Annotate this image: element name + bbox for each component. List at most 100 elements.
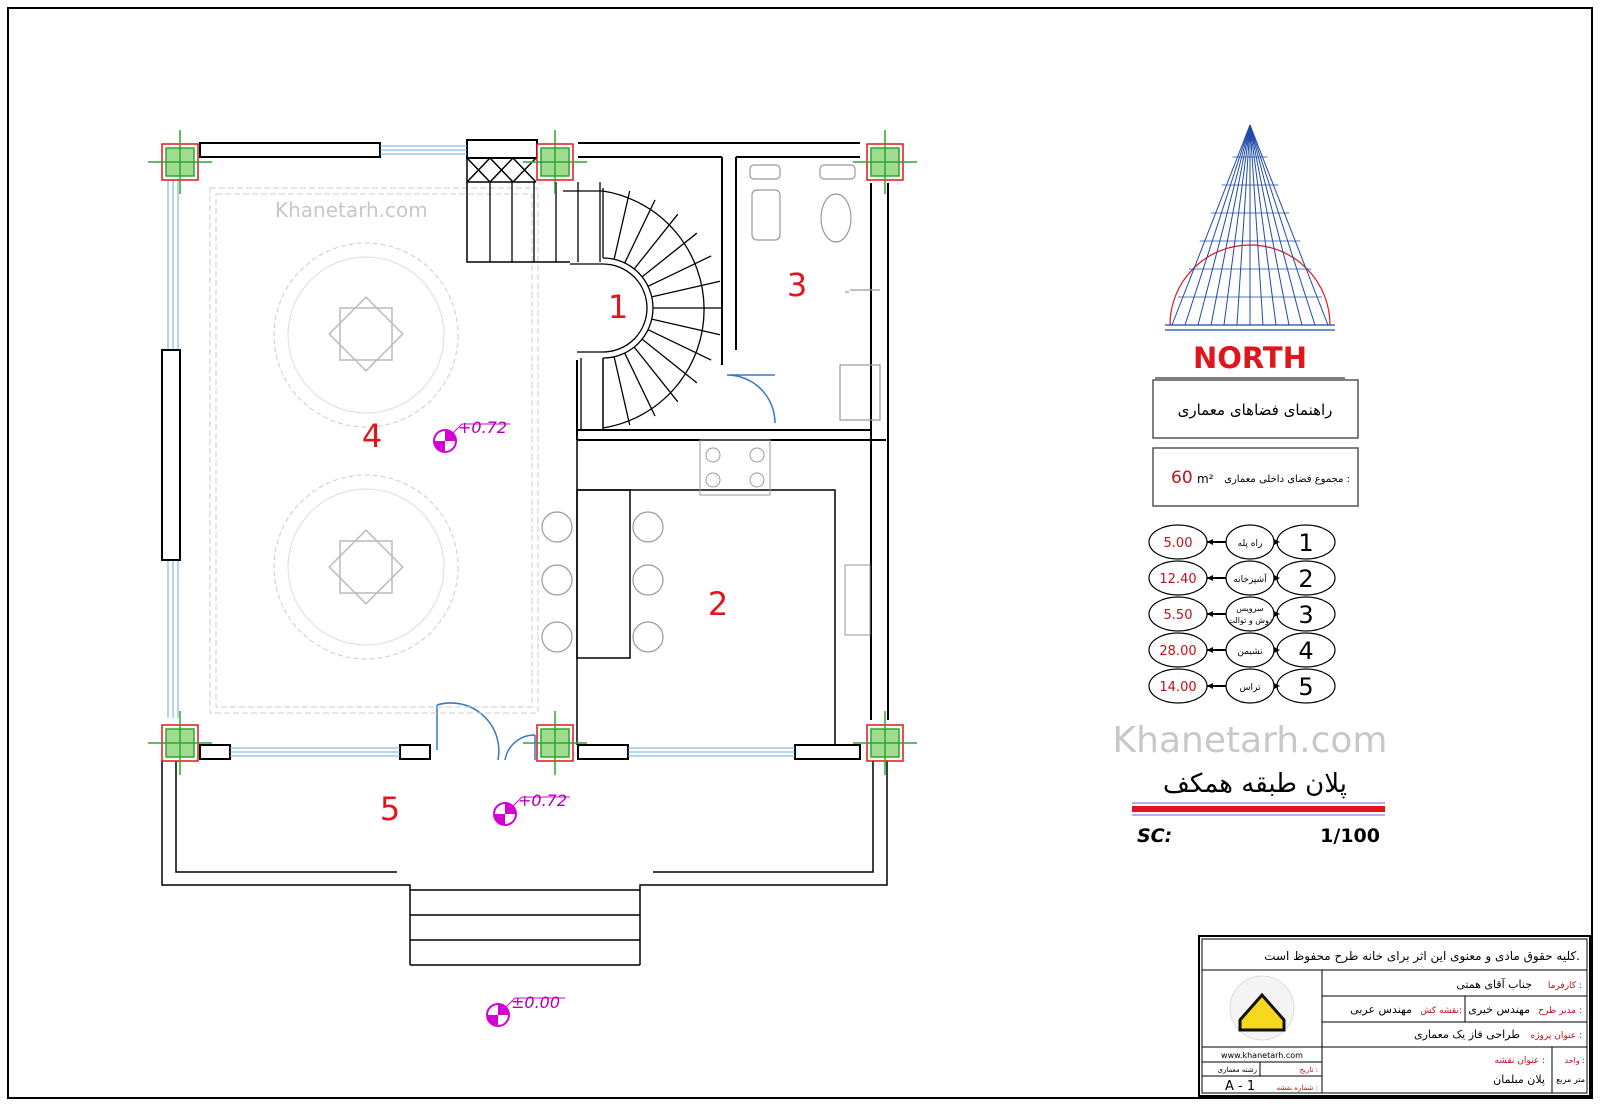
columns: [148, 130, 917, 775]
legend-room-name: راه پله: [1238, 539, 1263, 549]
room-number-5: 5: [380, 790, 400, 828]
bathroom-fixtures: [749, 164, 881, 421]
legend-name-bubble: [1225, 596, 1275, 632]
title-block: [1198, 935, 1591, 1097]
wall: [199, 744, 231, 760]
room-number-1: 1: [608, 288, 628, 326]
window: [380, 145, 467, 155]
kitchen-sink: [844, 564, 871, 636]
room-number-3: 3: [787, 266, 807, 304]
legend-title: راهنمای فضاهای معماری: [1178, 401, 1333, 419]
legend-total-label: مجموع فضای داخلی معماری :: [1224, 474, 1350, 485]
wall: [399, 744, 431, 760]
entrance-door: [436, 702, 500, 761]
wall: [794, 744, 861, 760]
stair-inner-rail: [570, 257, 654, 359]
room-numbers: 1 2 3 4 5: [362, 266, 807, 828]
stair-tread: [651, 318, 721, 336]
stove-burner: [705, 447, 721, 463]
window: [230, 747, 795, 757]
legend-room-name: آشپزخانه: [1233, 573, 1267, 585]
legend-room-name: سرویس: [1236, 604, 1264, 613]
stair-tread: [580, 358, 604, 430]
stove-burner: [749, 472, 765, 488]
sheet-label: شماره نقشه :: [1277, 1084, 1318, 1092]
manager-label: مدیر طرح :: [1538, 1006, 1582, 1016]
legend-row: 4 نشیمن 28.00: [1148, 632, 1336, 668]
legend-area: 14.00: [1159, 680, 1196, 695]
stove-burner: [749, 447, 765, 463]
legend-total-value: 60: [1171, 468, 1193, 488]
rug-pattern: [328, 529, 404, 605]
bathroom-door: [726, 374, 776, 424]
stove-burner: [705, 472, 721, 488]
unit-label: واحد :: [1565, 1056, 1585, 1065]
stair-tread: [613, 190, 631, 260]
structural-column: [523, 130, 587, 194]
room-number-2: 2: [708, 585, 728, 623]
rug-pattern: [328, 296, 404, 372]
bar-stools: [541, 511, 664, 653]
rug-pattern: [339, 540, 393, 594]
stair-outer-edge: [563, 190, 705, 429]
sheet-frame: [7, 7, 1593, 1099]
wall: [577, 429, 886, 441]
svg-text:+0.72: +0.72: [458, 418, 507, 437]
wall: [577, 744, 629, 760]
wall: [199, 142, 381, 158]
structural-column: [523, 711, 587, 775]
legend-number: 1: [1298, 529, 1313, 557]
structural-column: [148, 130, 212, 194]
legend-area: 12.40: [1159, 572, 1196, 587]
wall: [466, 139, 538, 159]
project-value: طراحی فاز یک معماری: [1414, 1028, 1520, 1041]
legend-number: 3: [1298, 601, 1313, 629]
legend-room-name: نشیمن: [1237, 647, 1262, 657]
north-arrow-icon: [1165, 124, 1335, 331]
wall: [721, 157, 737, 365]
legend-room-name: تراس: [1240, 683, 1261, 693]
legend-area: 5.00: [1164, 536, 1193, 551]
wall: [578, 142, 860, 158]
structural-column: [853, 711, 917, 775]
svg-text:±0.00: ±0.00: [511, 993, 560, 1012]
scale-value: 1/100: [1320, 825, 1380, 847]
legend-room-name: دوش و توالت: [1227, 616, 1272, 625]
legend-area: 28.00: [1159, 644, 1196, 659]
level-marker-interior: +0.72: [433, 418, 510, 453]
kitchen-island: [576, 489, 631, 659]
structural-column: [148, 711, 212, 775]
plan: [161, 139, 889, 966]
level-marker-ground: ±0.00: [486, 993, 565, 1027]
sheet-value: A - 1: [1225, 1079, 1255, 1094]
scale-label: SC:: [1137, 825, 1172, 847]
rug-medallion: [273, 242, 459, 428]
legend-row: 1 راه پله 5.00: [1148, 524, 1336, 560]
project-label: عنوان پروژه :: [1531, 1031, 1583, 1041]
stair-tread: [641, 232, 698, 278]
straight-stair: [466, 157, 570, 263]
divider: [1132, 806, 1385, 812]
copyright-text: کلیه حقوق مادی و معنوی این اثر برای خانه…: [1264, 949, 1580, 964]
stair-tread: [633, 213, 679, 270]
entrance-door: [504, 734, 536, 761]
drafter-label: نقشه کش:: [1420, 1006, 1462, 1016]
legend-total-box: [1152, 447, 1359, 507]
wall: [161, 349, 181, 561]
watermark-small: Khanetarh.com: [275, 198, 428, 222]
level-marker-terrace: +0.72: [493, 791, 570, 826]
rug-medallion: [287, 256, 445, 414]
legend-row: 5 تراس 14.00: [1148, 668, 1336, 704]
legend-number: 4: [1298, 637, 1313, 665]
website: www.khanetarh.com: [1221, 1051, 1303, 1060]
unit-value: متر مربع: [1556, 1075, 1585, 1084]
stair-tread: [624, 199, 656, 264]
legend-number: 5: [1298, 673, 1313, 701]
drawing-title-label: عنوان نقشه :: [1494, 1056, 1545, 1066]
legend-title-box: [1152, 379, 1359, 439]
kitchen-counter: [577, 489, 836, 745]
plan-title: پلان طبقه همکف: [1163, 769, 1347, 799]
structural-column: [853, 130, 917, 194]
